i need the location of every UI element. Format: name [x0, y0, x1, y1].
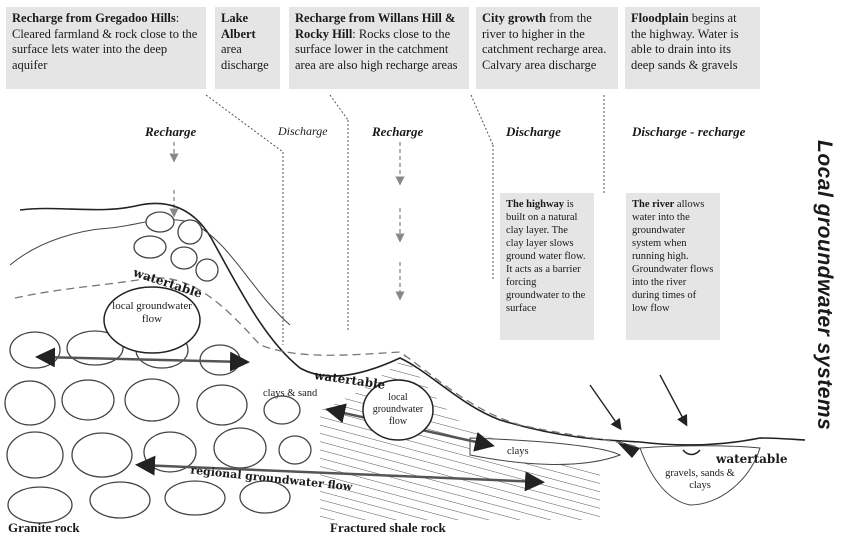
local-flow-ellipse-1 — [103, 286, 201, 354]
regional-flow-arrow — [135, 455, 545, 492]
box-gregadoo: Recharge from Gregadoo Hills: Cleared fa… — [6, 7, 206, 89]
watertable-line — [14, 277, 641, 449]
gravels-label: gravels, sands & clays — [665, 468, 735, 491]
clays-label: clays — [507, 446, 529, 457]
box-city-growth: City growth from the river to higher in … — [476, 7, 618, 89]
info-highway: The highway is built on a natural clay l… — [500, 193, 594, 340]
leader-lines — [205, 94, 605, 345]
watertable-label-3: watertable — [716, 452, 788, 466]
river-pointer — [659, 374, 688, 427]
local-flow-label-1: local groundwater flow — [112, 300, 192, 325]
ground-surface — [19, 202, 806, 446]
box-willans: Recharge from Willans Hill & Rocky Hill:… — [289, 7, 469, 89]
zone-discharge-1: Discharge — [278, 124, 328, 138]
shale-rock-label: Fractured shale rock — [330, 520, 446, 535]
info-river: The river allows water into the groundwa… — [626, 193, 720, 340]
highway-mark — [615, 440, 640, 458]
local-flow-ellipse-2 — [362, 379, 434, 441]
box-floodplain: Floodplain begins at the highway. Water … — [625, 7, 760, 89]
zone-recharge-2: Recharge — [372, 124, 424, 139]
granite-flow-arrow — [35, 347, 250, 372]
zone-recharge-1: Recharge — [145, 124, 197, 139]
clays-sand-label: clays & sand — [263, 388, 318, 399]
local-flow-label-2: local groundwater flow — [372, 392, 424, 427]
highway-pointer — [589, 384, 622, 431]
granite-rock-label: Granite rock — [8, 520, 80, 535]
zone-discharge-recharge: Discharge - recharge — [632, 124, 746, 139]
floodplain-gravels — [639, 445, 761, 506]
zone-discharge-2: Discharge — [506, 124, 561, 139]
box-lake-albert: Lake Albert area discharge — [215, 7, 280, 89]
recharge-arrows — [169, 142, 405, 301]
diagram-title: Local groundwater systems — [813, 140, 836, 431]
river-channel — [682, 449, 701, 456]
